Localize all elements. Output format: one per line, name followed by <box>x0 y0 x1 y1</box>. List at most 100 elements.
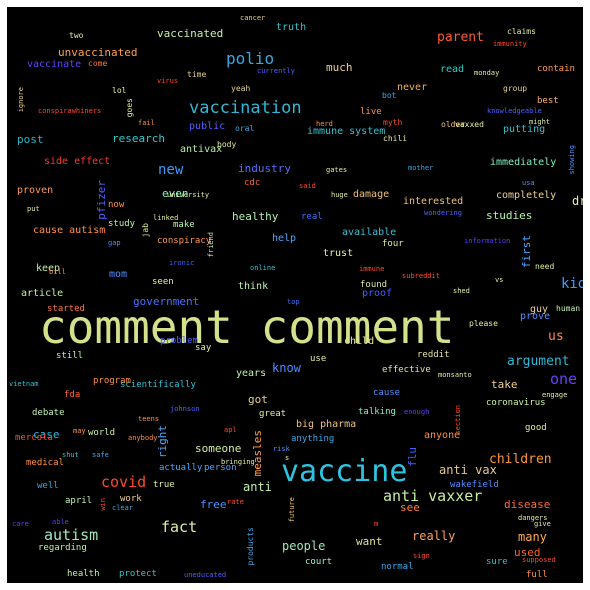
word-truth: truth <box>276 22 307 33</box>
word-years: years <box>236 368 267 379</box>
word-argument: argument <box>507 354 570 369</box>
word-free: free <box>200 498 227 511</box>
word-debate: debate <box>32 408 65 418</box>
word-now: now <box>108 200 125 210</box>
word-unvaccinated: unvaccinated <box>58 46 138 59</box>
word-clear: clear <box>112 504 134 512</box>
word-fact: fact <box>161 518 198 536</box>
word-full: full <box>526 570 548 580</box>
word-great: great <box>259 409 287 419</box>
word-see: see <box>400 501 420 514</box>
word-may: may <box>73 427 86 435</box>
word-anti-vax: anti vax <box>439 463 497 477</box>
word-group: group <box>503 84 528 93</box>
word-vaccine: vaccine <box>281 454 408 489</box>
word-said: said <box>299 182 316 190</box>
word-time: time <box>187 70 207 79</box>
word-want: want <box>356 535 383 548</box>
word-completely: completely <box>496 190 557 201</box>
word-friend: friend <box>207 232 215 258</box>
word-currently: currently <box>257 67 295 75</box>
word-study: study <box>108 219 136 229</box>
word-products: products <box>246 527 255 566</box>
word-someone: someone <box>195 442 242 455</box>
word-industry: industry <box>238 162 291 175</box>
word-gates: gates <box>326 166 348 174</box>
word-help: help <box>272 233 297 244</box>
word-government: government <box>133 295 200 308</box>
word-yeah: yeah <box>231 84 251 93</box>
word-vietnam: vietnam <box>9 380 39 388</box>
word-wondering: wondering <box>424 209 462 217</box>
word-new: new <box>158 162 184 178</box>
word-mother: mother <box>408 164 434 172</box>
word-putting: putting <box>503 124 546 135</box>
word-work: work <box>120 494 142 504</box>
word-kid: kid <box>561 276 583 292</box>
word-anti-vaxxer: anti vaxxer <box>383 487 483 505</box>
word-read: read <box>440 64 465 75</box>
word-damage: damage <box>353 189 390 200</box>
word-parent: parent <box>437 30 484 45</box>
word-effective: effective <box>382 365 431 375</box>
word-pfizer: pfizer <box>95 180 108 220</box>
word-sign: sign <box>413 552 430 560</box>
word-mercola: mercola <box>15 433 53 443</box>
word-immune: immune <box>359 265 385 273</box>
word-first: first <box>520 235 533 269</box>
word-many: many <box>518 530 547 544</box>
word-anything: anything <box>291 434 335 444</box>
word-side-effect: side effect <box>44 156 111 167</box>
word-healthy: healthy <box>232 210 279 223</box>
word-ironic: ironic <box>169 259 195 267</box>
word-two: two <box>69 31 84 40</box>
word-bill: bill <box>49 268 66 276</box>
word-herd: herd <box>316 120 333 128</box>
word-found: found <box>360 280 388 290</box>
word-think: think <box>238 281 269 292</box>
word-section: section <box>454 405 462 435</box>
word-one: one <box>550 370 578 388</box>
word-say: say <box>195 343 212 353</box>
word-much: much <box>326 61 353 74</box>
word-linked: linked <box>153 214 179 222</box>
word-oral: oral <box>235 124 255 133</box>
word-know: know <box>272 361 301 375</box>
word-mom: mom <box>109 269 128 280</box>
word-cause: cause <box>373 388 401 398</box>
word-comment-comment: comment comment <box>39 300 455 354</box>
word-world: world <box>88 428 116 438</box>
word-big-pharma: big pharma <box>296 419 357 430</box>
word-regarding: regarding <box>38 543 87 553</box>
word-myth: myth <box>383 118 403 127</box>
word-care: care <box>12 520 29 528</box>
word-future: future <box>288 497 296 523</box>
word-chili: chili <box>383 134 408 143</box>
word-rate: rate <box>227 498 244 506</box>
word-still: still <box>56 351 84 361</box>
word-reddit: reddit <box>417 350 450 360</box>
word-make: make <box>173 220 195 230</box>
word-real: real <box>301 212 323 222</box>
word-child: child <box>344 336 375 347</box>
word-right: right <box>156 425 169 459</box>
word-protect: protect <box>119 569 157 579</box>
word-post: post <box>17 133 44 146</box>
word-usa: usa <box>522 179 535 187</box>
word-vaccinate: vaccinate <box>27 59 82 70</box>
word-shut: shut <box>62 451 79 459</box>
word-supposed: supposed <box>522 556 556 564</box>
word-use: use <box>310 354 327 364</box>
word-apl: apl <box>224 426 237 434</box>
word-even: even <box>162 187 189 200</box>
word-bringing: bringing <box>221 458 255 466</box>
word-used: used <box>514 546 541 559</box>
word-seen: seen <box>152 277 174 287</box>
word-keep: keep <box>36 263 61 274</box>
word-older: older <box>441 120 466 129</box>
word-top: top <box>287 298 300 306</box>
word-true: true <box>153 480 175 490</box>
word-give: give <box>534 520 551 528</box>
word-problem: problem <box>160 336 198 346</box>
